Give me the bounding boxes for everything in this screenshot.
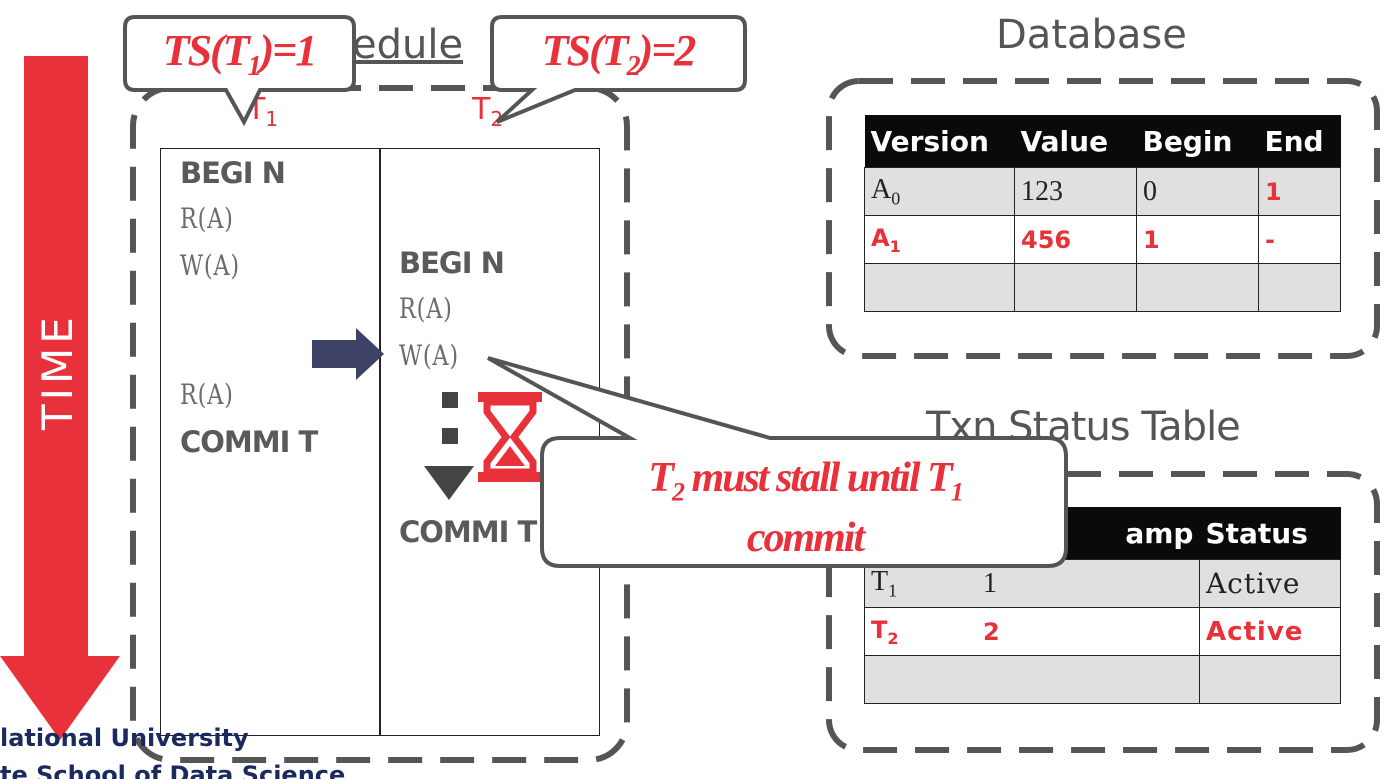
empty-cell bbox=[1136, 263, 1259, 312]
stall-callout-line2: commit bbox=[746, 515, 865, 562]
table-row: A1 456 1 - bbox=[864, 215, 1341, 264]
col-end: End bbox=[1258, 115, 1341, 168]
empty-cell bbox=[1258, 263, 1341, 312]
col-status: Status bbox=[1199, 507, 1341, 560]
hourglass-icon bbox=[478, 392, 542, 482]
table-row bbox=[864, 655, 1342, 704]
stall-callout-bubble bbox=[487, 356, 1068, 568]
status-cell: Active bbox=[1198, 559, 1342, 608]
t2-begin: BEGI N bbox=[399, 246, 505, 280]
end-cell: 1 bbox=[1258, 167, 1341, 216]
database-header-row: Version Value Begin End bbox=[864, 115, 1341, 168]
timestamp-cell: 2 bbox=[977, 607, 1200, 656]
col-begin: Begin bbox=[1136, 115, 1259, 168]
table-row: A0 123 0 1 bbox=[864, 167, 1341, 216]
empty-cell bbox=[1198, 655, 1342, 704]
empty-cell bbox=[864, 655, 977, 704]
empty-cell bbox=[1014, 263, 1137, 312]
col-version: Version bbox=[864, 115, 1015, 168]
t1-write-a: W(A) bbox=[180, 249, 240, 282]
footer-school: te School of Data Science bbox=[0, 761, 346, 779]
ts1-callout-bubble bbox=[123, 15, 356, 127]
navy-pointer-arrow bbox=[312, 328, 384, 380]
col-value: Value bbox=[1014, 115, 1137, 168]
wait-dots bbox=[442, 392, 458, 444]
t1-read-a-2: R(A) bbox=[180, 378, 234, 411]
t2-write-a: W(A) bbox=[399, 339, 459, 372]
footer-university: lational University bbox=[0, 724, 249, 752]
ts2-callout-bubble bbox=[490, 15, 747, 124]
t2-read-a: R(A) bbox=[399, 292, 453, 325]
txn-cell: T2 bbox=[864, 607, 977, 656]
column-t2-label: T2 bbox=[472, 92, 504, 131]
ts1-callout: TS(T1)=1 bbox=[162, 26, 318, 82]
schedule-divider bbox=[379, 148, 381, 736]
table-row: T2 2 Active bbox=[864, 607, 1342, 656]
t1-read-a: R(A) bbox=[180, 202, 234, 235]
schedule-title: edule bbox=[352, 22, 464, 68]
database-table: Version Value Begin End A0 123 0 1 A1 45… bbox=[864, 115, 1341, 312]
t2-commit: COMMI T bbox=[399, 515, 537, 549]
value-cell: 456 bbox=[1014, 215, 1137, 264]
begin-cell: 1 bbox=[1136, 215, 1259, 264]
stall-callout-line1: T2 must stall until T1 bbox=[648, 455, 963, 507]
empty-cell bbox=[977, 655, 1200, 704]
value-cell: 123 bbox=[1014, 167, 1137, 216]
down-triangle-icon bbox=[424, 466, 474, 500]
stall-callout: T2 must stall until T1 commit bbox=[548, 455, 1062, 561]
empty-cell bbox=[864, 263, 1015, 312]
t1-begin: BEGI N bbox=[180, 156, 286, 190]
status-cell: Active bbox=[1198, 607, 1342, 656]
version-cell: A0 bbox=[864, 167, 1015, 216]
t1-commit: COMMI T bbox=[180, 425, 318, 459]
ts2-callout: TS(T2)=2 bbox=[541, 26, 697, 82]
table-row bbox=[864, 263, 1341, 312]
database-title: Database bbox=[996, 12, 1187, 58]
